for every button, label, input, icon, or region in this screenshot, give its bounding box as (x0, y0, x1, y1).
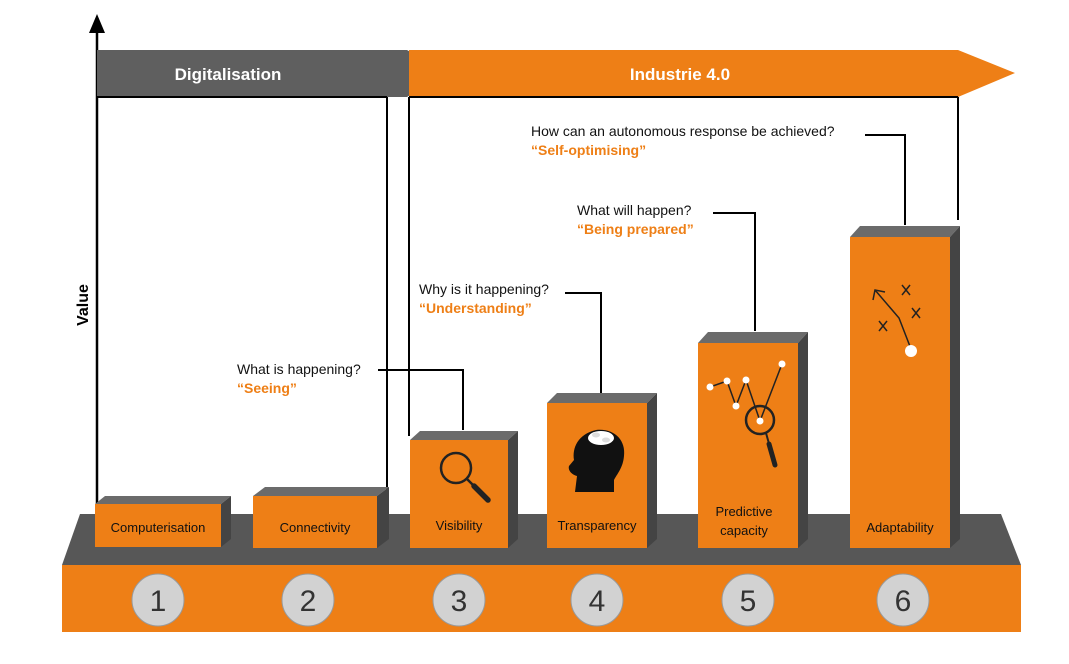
number-circle-2 (281, 573, 335, 627)
number-4: 4 (589, 585, 606, 618)
question-stage-3: What is happening? (237, 361, 361, 377)
platform-front (62, 565, 1021, 632)
number-2: 2 (300, 585, 317, 618)
stage-1-label: Computerisation (111, 520, 206, 535)
number-6: 6 (895, 585, 912, 618)
stage-3-label: Visibility (436, 518, 483, 533)
number-3: 3 (451, 585, 468, 618)
play-diagram-icon (872, 284, 921, 357)
connector-stage-5 (713, 212, 756, 331)
number-1: 1 (150, 585, 167, 618)
industrie-arrow (409, 50, 1015, 97)
answer-stage-4: “Understanding” (419, 300, 532, 316)
question-stage-4: Why is it happening? (419, 281, 549, 297)
y-axis-arrowhead-icon (89, 14, 105, 33)
stage-4-block-side (647, 393, 657, 548)
answer-stage-3: “Seeing” (237, 380, 297, 396)
y-axis-label: Value (75, 284, 92, 326)
stage-3-block: Visibility (410, 431, 518, 548)
stage-numbers: 1 2 3 4 5 6 (131, 573, 930, 627)
stage-3-block-side (508, 431, 518, 548)
stage-1-block-top (95, 496, 231, 504)
stage-6-label: Adaptability (866, 520, 934, 535)
stage-6-block-side (950, 226, 960, 548)
stage-1-block: Computerisation (95, 496, 231, 547)
digitalisation-arrow (97, 50, 447, 97)
stage-5-label-line-1: Predictive (715, 504, 772, 519)
stage-3-block-top (410, 431, 518, 440)
stage-2-block-top (253, 487, 389, 496)
stage-6-block-front (850, 237, 950, 548)
stage-4-block: Transparency (547, 393, 657, 548)
number-circle-4 (570, 573, 624, 627)
stage-4-block-top (547, 393, 657, 403)
callout-stage-5: What will happen? “Being prepared” (577, 202, 694, 237)
callout-stage-4: Why is it happening? “Understanding” (419, 281, 549, 316)
answer-stage-5: “Being prepared” (577, 221, 694, 237)
question-stage-5: What will happen? (577, 202, 692, 218)
stage-1-block-front (95, 504, 221, 547)
number-circle-1 (131, 573, 185, 627)
connector-stage-3 (378, 369, 464, 430)
digitalisation-label: Digitalisation (175, 65, 282, 84)
stage-5-label-line-2: capacity (720, 523, 768, 538)
industrie-label: Industrie 4.0 (630, 65, 730, 84)
stage-2-block-front (253, 496, 377, 548)
callout-stage-6: How can an autonomous response be achiev… (531, 123, 835, 158)
stage-5-block-top (698, 332, 808, 343)
answer-stage-6: “Self-optimising” (531, 142, 646, 158)
stage-2-label: Connectivity (280, 520, 351, 535)
number-5: 5 (740, 585, 757, 618)
stage-1-block-side (221, 496, 231, 547)
number-circle-3 (432, 573, 486, 627)
y-axis: Value (75, 14, 105, 520)
magnifier-icon (439, 451, 491, 503)
head-brain-icon (568, 429, 625, 492)
stage-3-block-front (410, 440, 508, 548)
phase-industrie-4: Industrie 4.0 (408, 50, 1015, 436)
phase-digitalisation: Digitalisation (97, 50, 447, 520)
stage-6-block: Adaptability (850, 226, 960, 548)
number-circle-6 (876, 573, 930, 627)
stage-5-block: Predictive capacity (698, 332, 808, 548)
callout-stage-3: What is happening? “Seeing” (237, 361, 361, 396)
question-stage-6: How can an autonomous response be achiev… (531, 123, 835, 139)
stage-6-block-top (850, 226, 960, 237)
connector-stage-6 (865, 134, 906, 225)
stage-2-block-side (377, 487, 389, 548)
connector-stage-4 (565, 292, 602, 393)
stage-2-block: Connectivity (253, 487, 389, 548)
callout-connectors (378, 134, 906, 430)
stage-5-block-side (798, 332, 808, 548)
number-circle-5 (721, 573, 775, 627)
stage-4-label: Transparency (558, 518, 637, 533)
trend-magnifier-icon (706, 360, 786, 468)
